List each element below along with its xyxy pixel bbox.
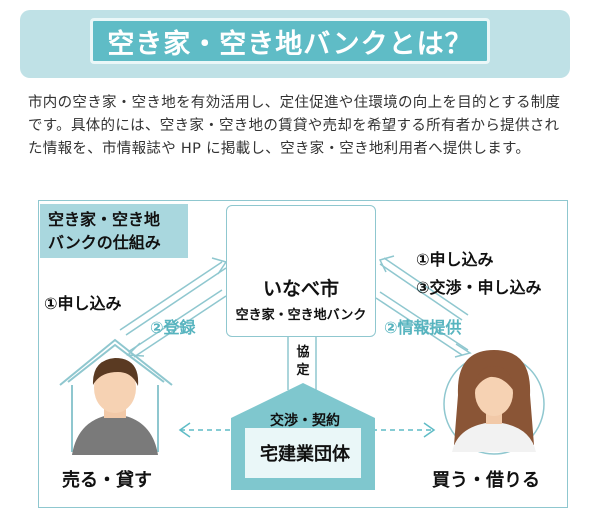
seller-apply-label: ①申し込み [44, 294, 122, 313]
intro-text: 市内の空き家・空き地を有効活用し、定住促進や住環境の向上を目的とする制度です。具… [28, 95, 561, 157]
agreement-label: 協定 [296, 345, 310, 378]
register-label: ②登録 [150, 318, 196, 337]
arrow-buyer-to-center [378, 255, 469, 321]
buyer-person-icon [443, 350, 545, 455]
section-label: 空き家・空き地 バンクの仕組み [40, 204, 188, 258]
diagram-panel [38, 200, 568, 508]
dashed-arrow-right [372, 422, 436, 438]
section-label-line2: バンクの仕組み [48, 233, 161, 252]
buyer-negotiate-label: ③交渉・申し込み [416, 278, 542, 297]
section-label-line1: 空き家・空き地 [48, 210, 161, 229]
info-provision-label: ②情報提供 [384, 318, 462, 337]
organization-negotiation-label: 交渉・契約 [270, 413, 340, 429]
page-title: 空き家・空き地バンクとは？ [90, 18, 490, 64]
arrow-center-to-buyer [375, 291, 472, 358]
agreement-line [287, 337, 317, 390]
bank-name: 空き家・空き地バンク [235, 308, 367, 323]
seller-person-icon [72, 358, 158, 455]
dashed-arrow-left [178, 422, 240, 438]
center-bank-box: いなべ市 空き家・空き地バンク [226, 205, 376, 337]
seller-label: 売る・貸す [62, 470, 152, 491]
seller-house-icon [59, 338, 173, 452]
buyer-apply-label: ①申し込み [416, 250, 494, 269]
city-name: いなべ市 [262, 278, 339, 300]
buyer-label: 買う・借りる [432, 470, 540, 491]
organization-name: 宅建業団体 [260, 444, 350, 465]
